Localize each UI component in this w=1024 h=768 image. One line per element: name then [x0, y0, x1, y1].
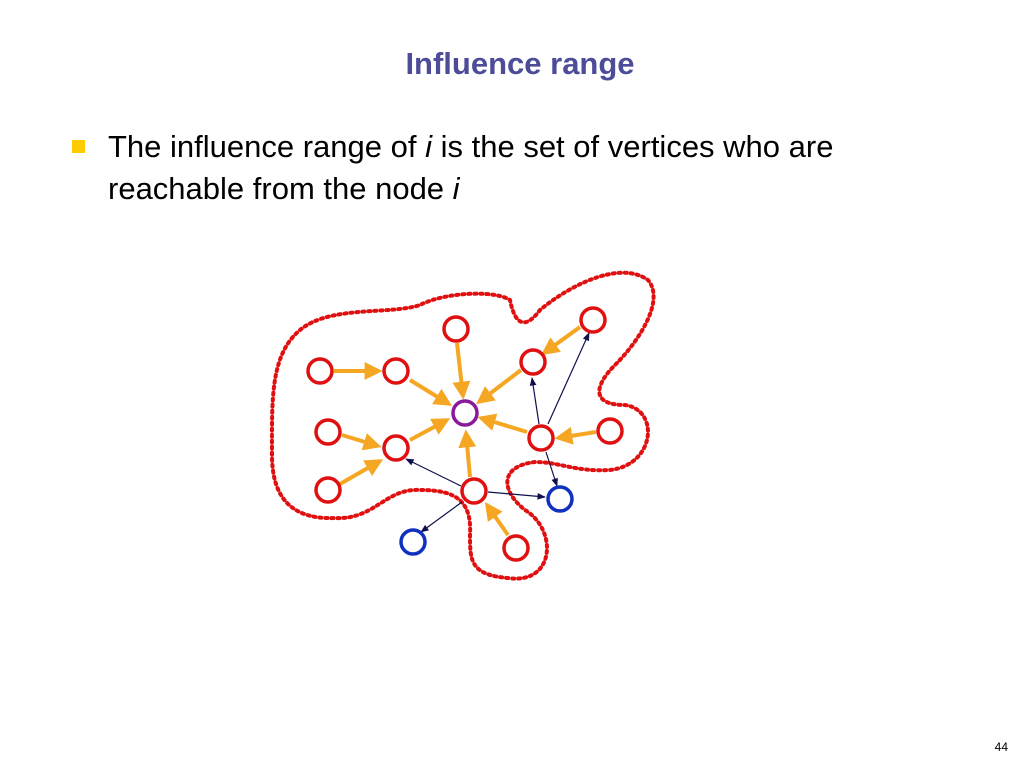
edge — [547, 332, 590, 425]
edge — [458, 429, 477, 478]
variable-i: i — [452, 171, 460, 206]
edge — [529, 377, 540, 425]
bullet-text-part3: reachable from the node — [108, 171, 453, 206]
node-in-range — [460, 477, 488, 505]
node-outside — [546, 485, 574, 513]
edge — [554, 426, 597, 445]
edge — [452, 342, 471, 400]
node-outside — [399, 528, 427, 556]
node-in-range — [579, 306, 607, 334]
bullet-text-part1: The influence range of — [108, 129, 426, 164]
bullet-square-icon — [72, 140, 85, 153]
edge — [339, 459, 384, 486]
node-in-range — [519, 348, 547, 376]
node-in-range — [306, 357, 334, 385]
edge — [409, 418, 451, 442]
node-in-range — [527, 424, 555, 452]
edge — [420, 501, 463, 533]
variable-i: i — [425, 129, 432, 164]
node-source-i — [451, 399, 479, 427]
influence-edges — [334, 325, 597, 537]
node-in-range — [314, 418, 342, 446]
slide-title: Influence range — [405, 46, 635, 81]
edge — [545, 451, 558, 487]
edge — [476, 368, 523, 405]
node-in-range — [442, 315, 470, 343]
edge — [408, 378, 453, 406]
edge — [341, 433, 382, 451]
edge — [477, 413, 528, 434]
edge — [484, 502, 510, 537]
influence-range-boundary — [269, 270, 656, 581]
outgoing-edges — [405, 332, 590, 533]
node-in-range — [382, 434, 410, 462]
edge — [541, 325, 582, 356]
edge — [487, 491, 546, 500]
bullet-text-part2: is the set of vertices who are — [432, 129, 834, 164]
node-in-range — [314, 476, 342, 504]
nodes — [306, 306, 624, 562]
node-in-range — [382, 357, 410, 385]
node-in-range — [502, 534, 530, 562]
edge — [405, 458, 462, 487]
bullet-text: The influence range of i is the set of v… — [108, 126, 948, 210]
node-in-range — [596, 417, 624, 445]
page-number: 44 — [994, 740, 1008, 754]
